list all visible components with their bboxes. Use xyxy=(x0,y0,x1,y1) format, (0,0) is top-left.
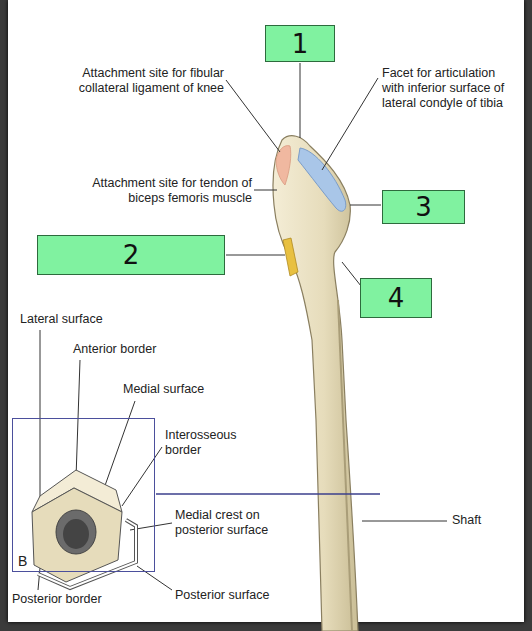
yellow-attachment xyxy=(283,238,298,276)
shaft-shading xyxy=(338,300,352,631)
part-label: Posterior surface xyxy=(175,588,269,603)
ligament-attachment xyxy=(276,146,291,185)
marrow-cavity xyxy=(56,510,96,554)
surface-bracket xyxy=(38,520,136,588)
section-line xyxy=(156,493,380,495)
part-label: Lateral surface xyxy=(20,312,103,327)
callout-number: 4 xyxy=(388,285,405,311)
part-label: Posterior border xyxy=(12,592,102,607)
marrow-cavity-inner xyxy=(63,519,89,549)
part-label: Attachment site for tendon of biceps fem… xyxy=(80,176,252,206)
inset-letter: B xyxy=(18,554,27,569)
part-label: Shaft xyxy=(452,513,481,528)
callout-number: 3 xyxy=(415,194,432,220)
articular-facet xyxy=(298,148,346,211)
section-face xyxy=(32,488,122,582)
inset-box: B xyxy=(12,418,155,572)
part-label: Interosseous border xyxy=(165,428,260,458)
callout-number: 2 xyxy=(123,242,140,268)
fibula-bone xyxy=(273,136,358,631)
part-label: Medial crest on posterior surface xyxy=(175,508,287,538)
part-label: Anterior border xyxy=(73,342,156,357)
part-label: Facet for articulation with inferior sur… xyxy=(382,66,520,111)
part-label: Attachment site for fibular collateral l… xyxy=(57,66,224,96)
callout-box: 3 xyxy=(382,190,465,224)
callout-box: 2 xyxy=(37,235,225,275)
callout-box: 4 xyxy=(360,278,432,318)
callout-number: 1 xyxy=(292,31,309,57)
surface-bracket-inner xyxy=(38,520,136,588)
part-label: Medial surface xyxy=(123,382,204,397)
callout-box: 1 xyxy=(265,25,335,62)
